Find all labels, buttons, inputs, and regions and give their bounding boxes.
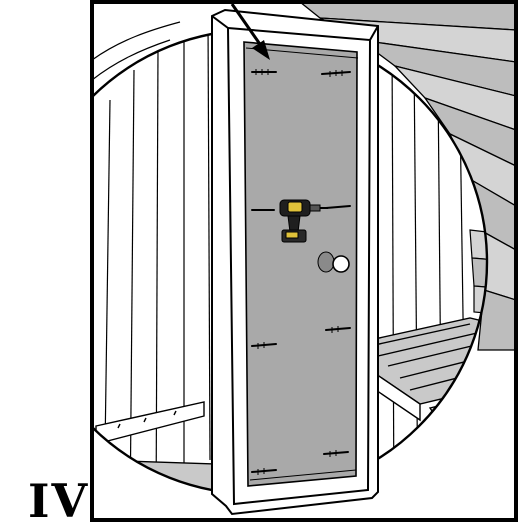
step-label: IV [28,478,89,524]
